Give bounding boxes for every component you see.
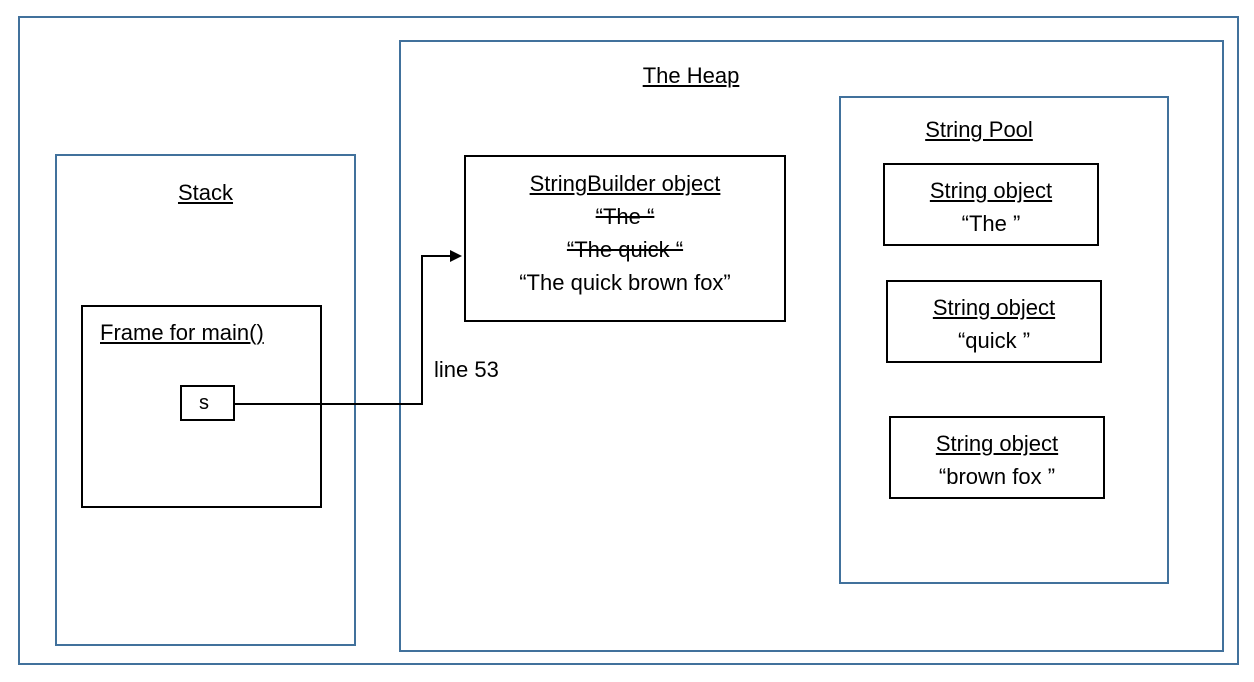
string-object: String object “quick ”	[886, 280, 1102, 363]
stringbuilder-old-value: “The “	[595, 204, 655, 229]
stack-region: Stack	[55, 154, 356, 646]
string-pool-region: String Pool	[839, 96, 1169, 584]
reference-line-label: line 53	[434, 357, 499, 382]
stringbuilder-object: StringBuilder object “The “ “The quick “…	[464, 155, 786, 322]
stack-title: Stack	[177, 180, 234, 205]
heap-region: The Heap	[399, 40, 1224, 652]
reference-arrowhead	[450, 250, 462, 262]
main-frame-title: Frame for main()	[100, 320, 264, 345]
string-object-title: String object	[935, 431, 1059, 456]
string-object: String object “brown fox ”	[889, 416, 1105, 499]
string-object-title: String object	[929, 178, 1053, 203]
reference-arrow-line	[235, 255, 450, 405]
string-object-title: String object	[932, 295, 1056, 320]
stringbuilder-title: StringBuilder object	[529, 171, 721, 196]
string-pool-title: String Pool	[925, 117, 1033, 142]
heap-title: The Heap	[642, 63, 740, 88]
string-object-value: “brown fox ”	[938, 464, 1056, 489]
variable-s-box: s	[180, 385, 235, 421]
string-object-value: “quick ”	[957, 328, 1031, 353]
outer-frame	[18, 16, 1239, 665]
variable-s-label: s	[199, 392, 209, 414]
string-object-value: “The ”	[961, 211, 1021, 236]
stringbuilder-old-value: “The quick “	[566, 237, 684, 262]
stringbuilder-current-value: “The quick brown fox”	[519, 270, 731, 295]
string-object: String object “The ”	[883, 163, 1099, 246]
main-frame: Frame for main()	[81, 305, 322, 508]
